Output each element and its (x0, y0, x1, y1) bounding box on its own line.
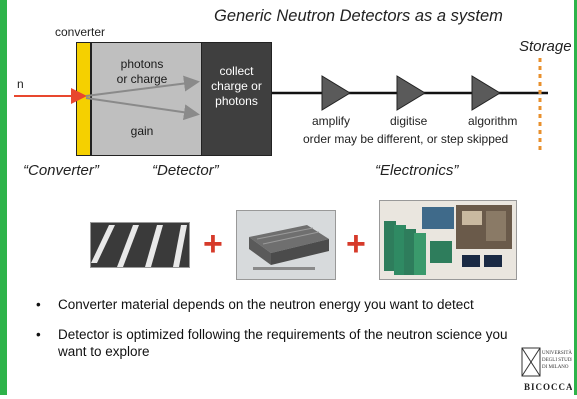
left-accent-bar (0, 0, 7, 395)
svg-text:DI MILANO: DI MILANO (542, 365, 569, 370)
bullet-item: • Detector is optimized following the re… (36, 326, 536, 360)
electronics-boards-image (380, 201, 516, 279)
slide-title: Generic Neutron Detectors as a system (214, 7, 503, 25)
svg-text:UNIVERSITÀ: UNIVERSITÀ (542, 350, 572, 356)
svg-text:BICOCCA: BICOCCA (524, 382, 572, 392)
amplify-triangle (321, 75, 351, 111)
digitise-triangle (396, 75, 426, 111)
storage-label: Storage (519, 38, 572, 55)
plus-sign-1: + (203, 225, 223, 263)
caption-detector: “Detector” (152, 162, 219, 179)
photons-line-1: photons (120, 57, 164, 71)
electronics-hardware-photo (379, 200, 517, 280)
stage-label-amplify: amplify (312, 114, 351, 128)
bullet-item: • Converter material depends on the neut… (36, 296, 536, 313)
gain-text: gain (130, 124, 154, 138)
photons-line-2: or charge (116, 72, 168, 86)
collect-line-1: collect (219, 64, 254, 78)
detector-chamber-image (237, 211, 335, 279)
collect-text: collect charge or photons (201, 64, 272, 109)
converter-label: converter (55, 25, 106, 39)
caption-electronics: “Electronics” (375, 162, 459, 179)
converter-material-photo (90, 222, 190, 268)
bullet-text-detector: Detector is optimized following the requ… (58, 327, 508, 359)
plus-sign-2: + (346, 225, 366, 263)
electronics-note: order may be different, or step skipped (303, 132, 509, 146)
stage-label-algorithm: algorithm (468, 114, 518, 128)
collect-line-3: photons (215, 94, 258, 108)
neutron-label: n (17, 77, 24, 91)
readout-box (201, 42, 272, 156)
bicocca-logo-mark: UNIVERSITÀ DEGLI STUDI DI MILANO BICOCCA (520, 346, 573, 394)
photons-text: photons or charge (100, 57, 184, 87)
signal-arrow-down (85, 97, 200, 121)
university-logo: UNIVERSITÀ DEGLI STUDI DI MILANO BICOCCA (520, 346, 573, 394)
detector-hardware-photo (236, 210, 336, 280)
bullet-list: • Converter material depends on the neut… (36, 296, 536, 373)
collect-line-2: charge or (211, 79, 262, 93)
stage-label-digitise: digitise (390, 114, 428, 128)
signal-arrow-up (85, 75, 200, 97)
svg-text:DEGLI STUDI: DEGLI STUDI (542, 358, 572, 363)
bullet-text-converter: Converter material depends on the neutro… (58, 297, 474, 312)
converter-blades-image (91, 223, 189, 267)
bullet-marker: • (36, 327, 41, 342)
caption-converter: “Converter” (23, 162, 99, 179)
algorithm-triangle (471, 75, 501, 111)
right-accent-bar (574, 0, 577, 395)
bullet-marker: • (36, 297, 41, 312)
